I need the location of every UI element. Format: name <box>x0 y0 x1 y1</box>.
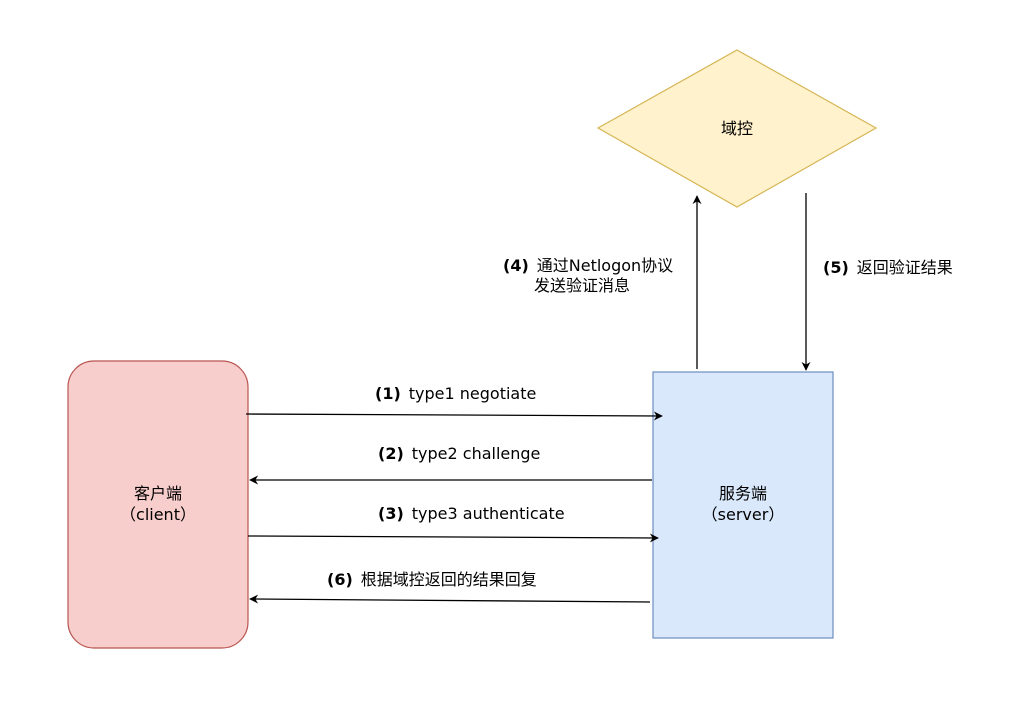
server-box <box>652 371 834 639</box>
dc-title: 域控 <box>720 119 753 138</box>
edge-3-text: type3 authenticate <box>411 504 565 523</box>
edge-4-num: (4) <box>503 256 529 275</box>
edge-6-text: 根据域控返回的结果回复 <box>360 570 537 589</box>
server-title: 服务端 <box>718 484 767 503</box>
edge-2-text: type2 challenge <box>411 444 541 463</box>
edge-4-text: 通过Netlogon协议 <box>536 256 674 275</box>
edge-label-5: (5) 返回验证结果 <box>823 258 953 278</box>
server-subtitle: （server） <box>701 505 785 524</box>
client-box <box>67 360 249 649</box>
dc-label: 域控 <box>687 118 787 139</box>
client-label: 客户端 （client） <box>68 483 248 525</box>
edge-label-1: (1) type1 negotiate <box>375 384 536 404</box>
edge-3-num: (3) <box>378 504 404 523</box>
edge-5-text: 返回验证结果 <box>856 258 953 277</box>
domain-controller-diamond <box>596 49 878 208</box>
server-label: 服务端 （server） <box>653 483 833 525</box>
edge-label-2: (2) type2 challenge <box>378 444 540 464</box>
edge-5-num: (5) <box>823 258 849 277</box>
edge-2-num: (2) <box>378 444 404 463</box>
arrow-6-reply <box>249 594 651 604</box>
arrow-1-negotiate <box>245 411 663 421</box>
edge-label-4: (4) 通过Netlogon协议 发送验证消息 <box>503 256 673 296</box>
edge-label-6: (6) 根据域控返回的结果回复 <box>327 570 537 590</box>
arrow-3-authenticate <box>247 533 659 543</box>
edge-label-3: (3) type3 authenticate <box>378 504 565 524</box>
edge-1-num: (1) <box>375 384 401 403</box>
client-title: 客户端 <box>133 484 182 503</box>
client-subtitle: （client） <box>120 505 196 524</box>
edge-4-text-line2: 发送验证消息 <box>534 276 631 295</box>
edge-1-text: type1 negotiate <box>408 384 537 403</box>
edge-6-num: (6) <box>327 570 353 589</box>
